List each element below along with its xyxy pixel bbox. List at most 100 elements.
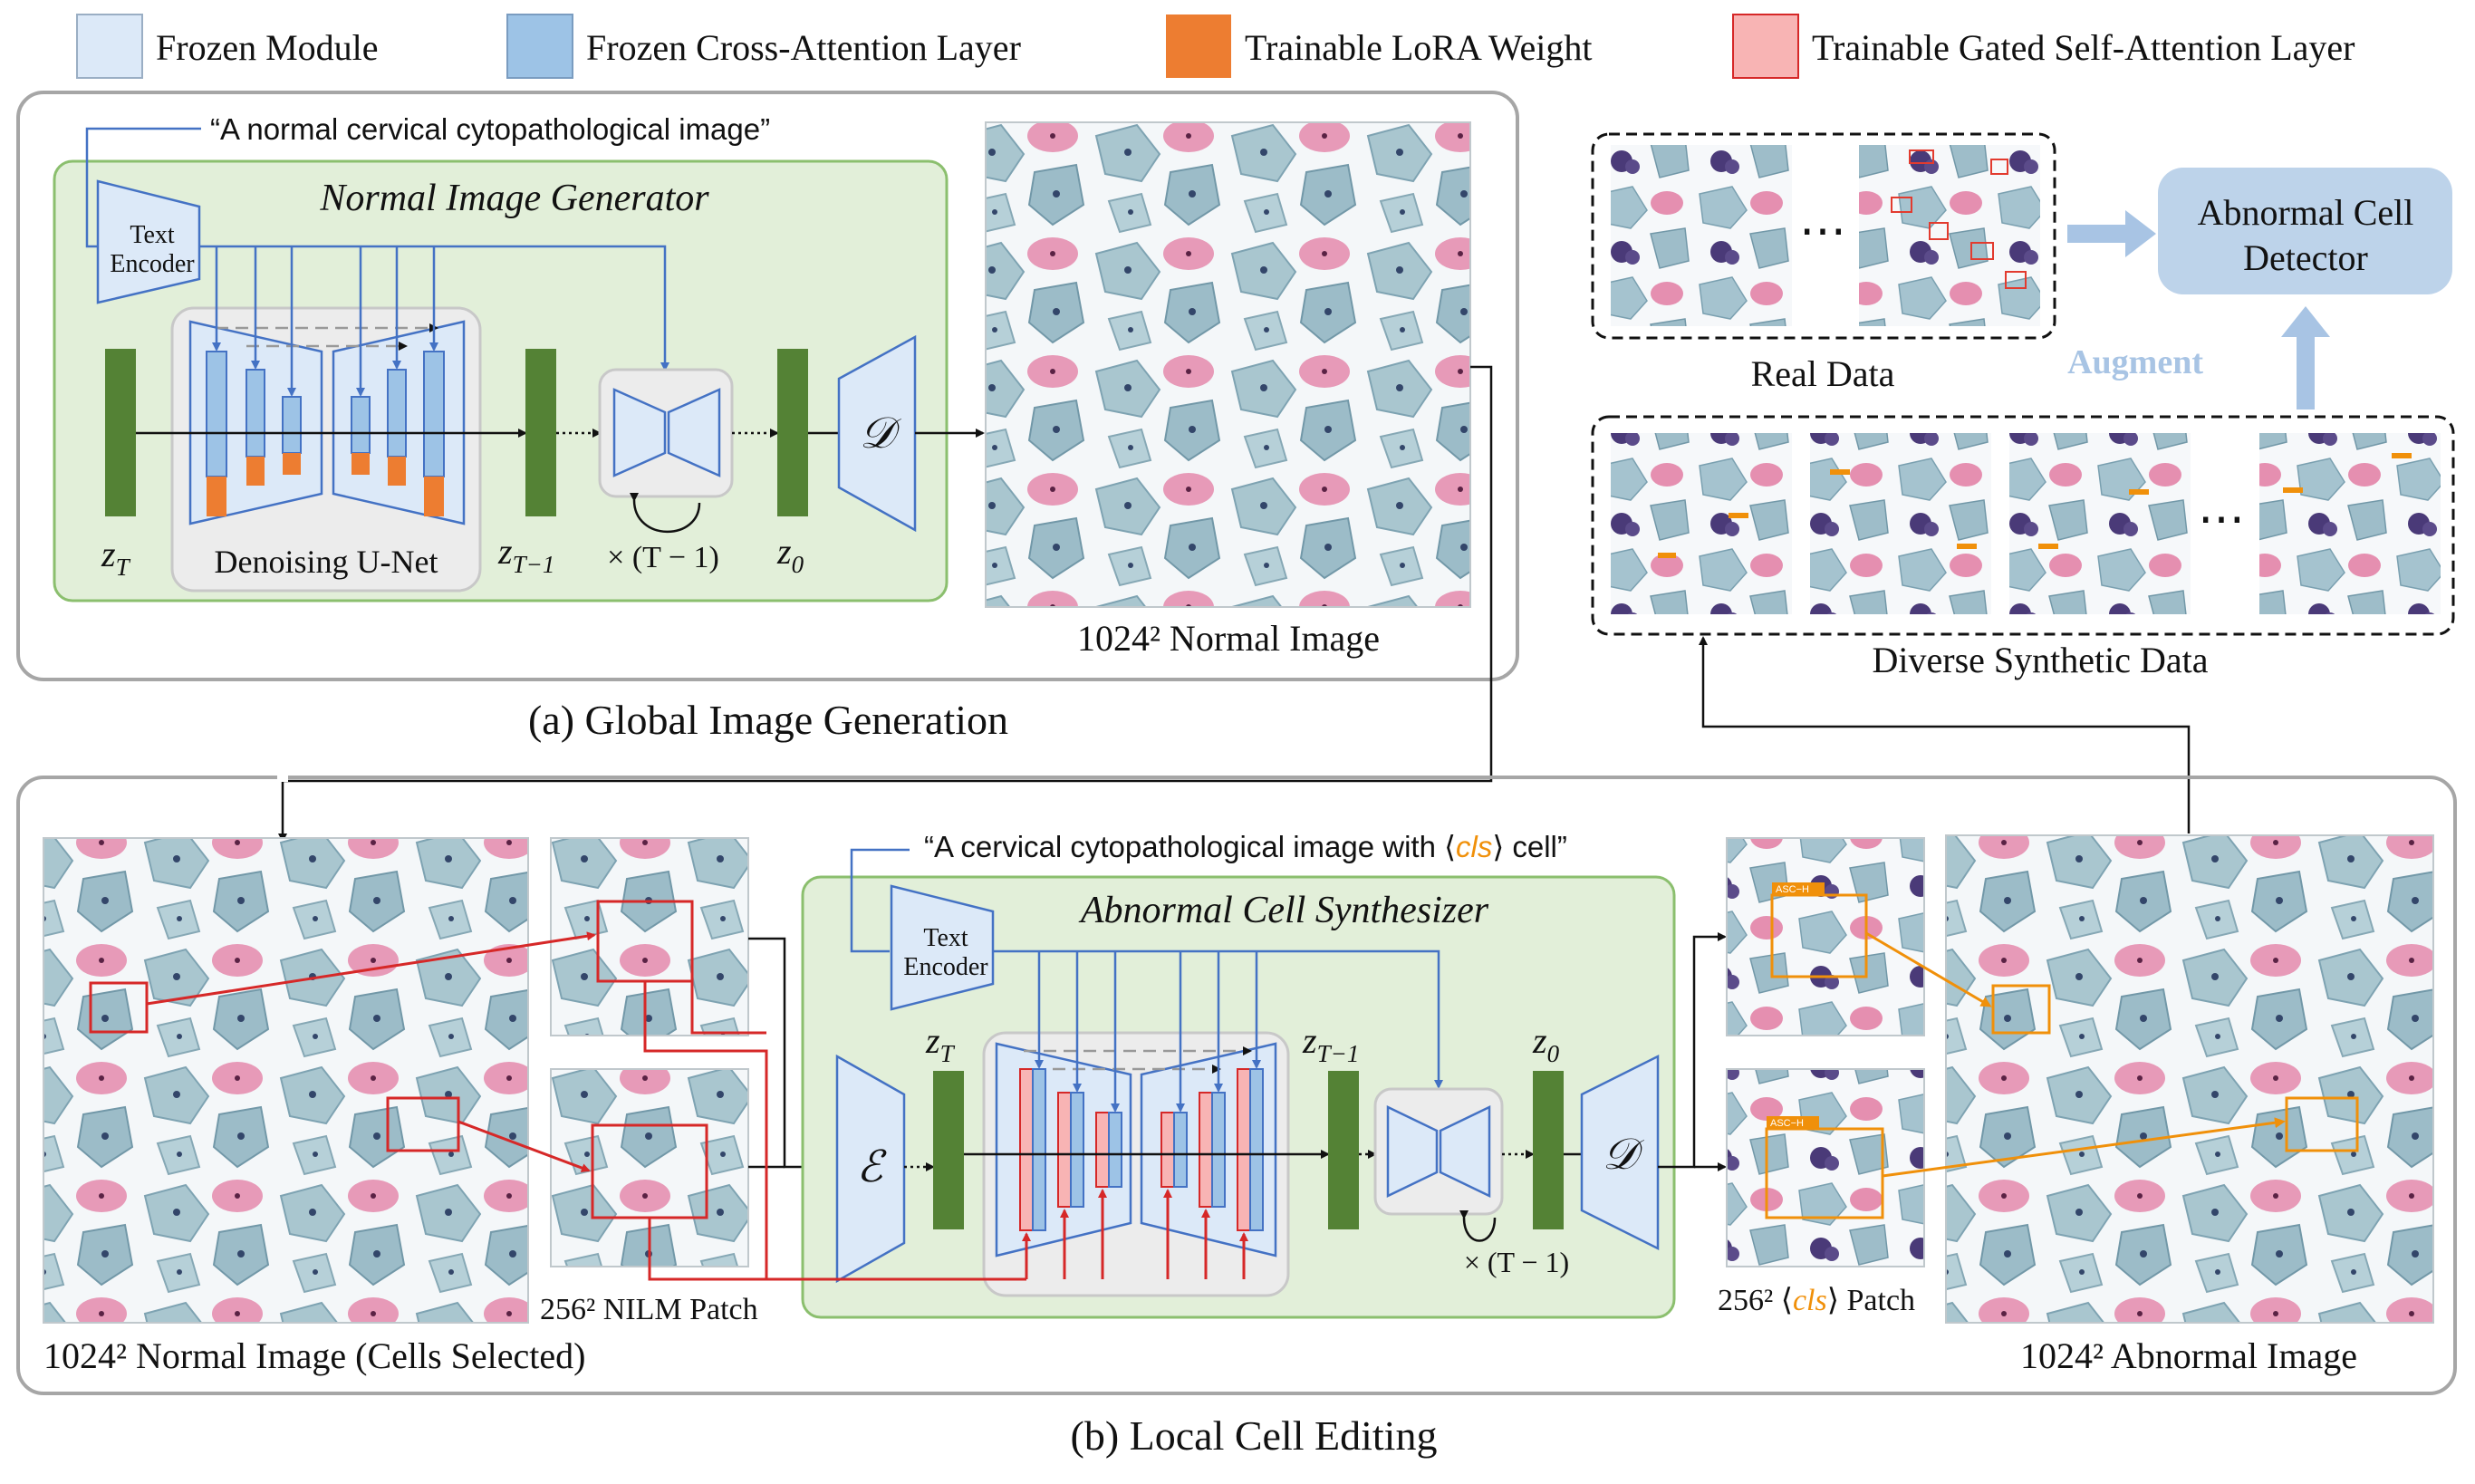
input-image-caption: 1024² Normal Image (Cells Selected) <box>43 1335 585 1376</box>
cls-patch-1 <box>1726 837 1925 1036</box>
text-encoder-b-line2: Encoder <box>903 953 988 981</box>
unet-loop-b-left <box>1386 1105 1439 1198</box>
decoder-a <box>837 334 917 533</box>
cross-attention-layer <box>1173 1112 1188 1188</box>
prompt-connector-a <box>85 127 201 248</box>
cross-attention-layer <box>1032 1068 1046 1231</box>
orange-arrow-2 <box>1882 1117 2286 1178</box>
latent-zt1-b <box>1328 1071 1359 1229</box>
synthetic-image-3 <box>2009 433 2191 614</box>
detector-training-panel: ⋯ Real Data Abnormal Cell Detector Augme… <box>1591 132 2455 680</box>
conditioning-arrows-b <box>993 949 1443 1113</box>
unet-loop-b-right <box>1439 1105 1491 1198</box>
decoder-b <box>1580 1054 1660 1251</box>
latent-z0-a <box>777 349 808 516</box>
real-to-detector-arrow <box>2067 210 2156 257</box>
legend-label-gated-self-attention: Trainable Gated Self-Attention Layer <box>1812 27 2355 68</box>
synthesizer-title: Abnormal Cell Synthesizer <box>1078 890 1489 931</box>
red-arrow-1 <box>146 931 596 1006</box>
unet-loop-a-left <box>612 388 667 477</box>
panel-b-frame <box>16 776 2457 1395</box>
legend-item-gated-self-attention: Trainable Gated Self-Attention Layer <box>1732 14 2355 79</box>
real-data-ellipsis: ⋯ <box>1799 206 1846 257</box>
unet-loop-a-right <box>667 388 721 477</box>
augment-label: Augment <box>2067 343 2203 381</box>
cls-patch-1-tag-label: ASC−H <box>1776 884 1809 895</box>
legend-swatch-frozen-module <box>76 14 143 79</box>
synthetic-image-4 <box>2259 433 2441 614</box>
connector-a-to-b <box>278 365 1493 843</box>
generator-title: Normal Image Generator <box>319 178 709 219</box>
cls-patch-caption: 256² ⟨cls⟩ Patch <box>1718 1284 1915 1317</box>
latent-zt-a <box>105 349 136 516</box>
panel-b-prompt: “A cervical cytopathological image with … <box>924 830 1567 863</box>
gated-self-attention-layer <box>1237 1068 1251 1231</box>
normal-image-caption: 1024² Normal Image <box>1077 618 1380 659</box>
detector-line1: Abnormal Cell <box>2198 192 2414 233</box>
cross-attention-layer <box>206 351 227 477</box>
cls-patch-2-tag-label: ASC−H <box>1770 1118 1804 1129</box>
connector-b-to-synthetic <box>1699 636 2191 834</box>
prompt-connector-b <box>850 848 910 953</box>
gated-self-attention-layer <box>1019 1068 1034 1231</box>
latent-zt1-b-label: zT−1 <box>1302 1020 1359 1067</box>
abnormal-box-1 <box>1991 984 2051 1035</box>
cross-attention-layer <box>387 369 407 458</box>
abnormal-box-2 <box>2285 1096 2359 1152</box>
legend-item-cross-attention: Frozen Cross-Attention Layer <box>506 14 1021 79</box>
latent-z0-a-label: z0 <box>776 531 804 578</box>
loop-arrow-a <box>629 492 701 534</box>
cross-attention-layer <box>1249 1068 1264 1231</box>
text-encoder-a-line1: Text <box>130 221 175 249</box>
panel-b-caption: (b) Local Cell Editing <box>1071 1412 1438 1459</box>
nilm-caption: 256² NILM Patch <box>540 1293 758 1326</box>
text-encoder-a-line2: Encoder <box>110 250 195 278</box>
panel-global-generation: “A normal cervical cytopathological imag… <box>16 91 1519 743</box>
gated-self-attention-layer <box>1199 1092 1213 1208</box>
legend-swatch-cross-attention <box>506 14 573 79</box>
synthetic-ellipsis: ⋯ <box>2198 494 2245 545</box>
legend-swatch-lora <box>1166 14 1231 78</box>
cls-patch-2-box <box>1765 1127 1884 1219</box>
latent-z0-b <box>1533 1071 1564 1229</box>
gated-self-attention-layer <box>1160 1112 1175 1188</box>
image-encoder <box>835 1054 906 1284</box>
legend-label-frozen-module: Frozen Module <box>156 27 379 68</box>
synthetic-data-caption: Diverse Synthetic Data <box>1873 640 2209 680</box>
cls-patch-2 <box>1726 1068 1925 1267</box>
latent-zt-b-label: zT <box>925 1020 956 1067</box>
synthetic-annotations <box>1658 453 2412 558</box>
cross-attention-layer <box>1108 1112 1122 1188</box>
panel-a-caption: (a) Global Image Generation <box>528 697 1008 743</box>
legend-item-lora: Trainable LoRA Weight <box>1166 14 1592 78</box>
text-encoder-a <box>96 179 201 304</box>
legend-label-cross-attention: Frozen Cross-Attention Layer <box>586 27 1021 68</box>
lora-weight <box>207 477 226 516</box>
loop-label-a: × (T − 1) <box>607 541 719 574</box>
red-arrow-2 <box>457 1120 591 1172</box>
cross-attention-layer <box>1070 1092 1084 1208</box>
gated-self-attention-layer <box>1057 1092 1072 1208</box>
latent-zt1-a-label: zT−1 <box>497 531 554 578</box>
abnormal-image-output <box>1945 834 2434 1324</box>
unet-a-label: Denoising U-Net <box>215 544 438 580</box>
legend: Frozen Module Frozen Cross-Attention Lay… <box>76 14 2355 79</box>
synthetic-image-2 <box>1810 433 1991 614</box>
lora-weight <box>352 453 370 475</box>
lora-weight <box>424 477 444 516</box>
normal-image-output <box>985 121 1471 608</box>
abnormal-cell-detector <box>2158 168 2452 294</box>
latent-zt-a-label: zT <box>101 534 131 581</box>
unet-a-layers <box>206 351 445 516</box>
real-data-image-2 <box>1859 145 2040 326</box>
real-data-image-1 <box>1611 145 1792 326</box>
panel-a-prompt: “A normal cervical cytopathological imag… <box>210 112 770 146</box>
cls-patch-1-tag <box>1772 882 1825 895</box>
latent-zt1-a <box>525 349 556 516</box>
real-data-caption: Real Data <box>1751 353 1895 394</box>
latent-zt-b <box>933 1071 964 1229</box>
real-data-annotations <box>1891 149 2027 289</box>
latent-z0-b-label: z0 <box>1532 1020 1560 1067</box>
selected-cell-2 <box>386 1096 460 1152</box>
text-encoder-b <box>890 884 995 1011</box>
